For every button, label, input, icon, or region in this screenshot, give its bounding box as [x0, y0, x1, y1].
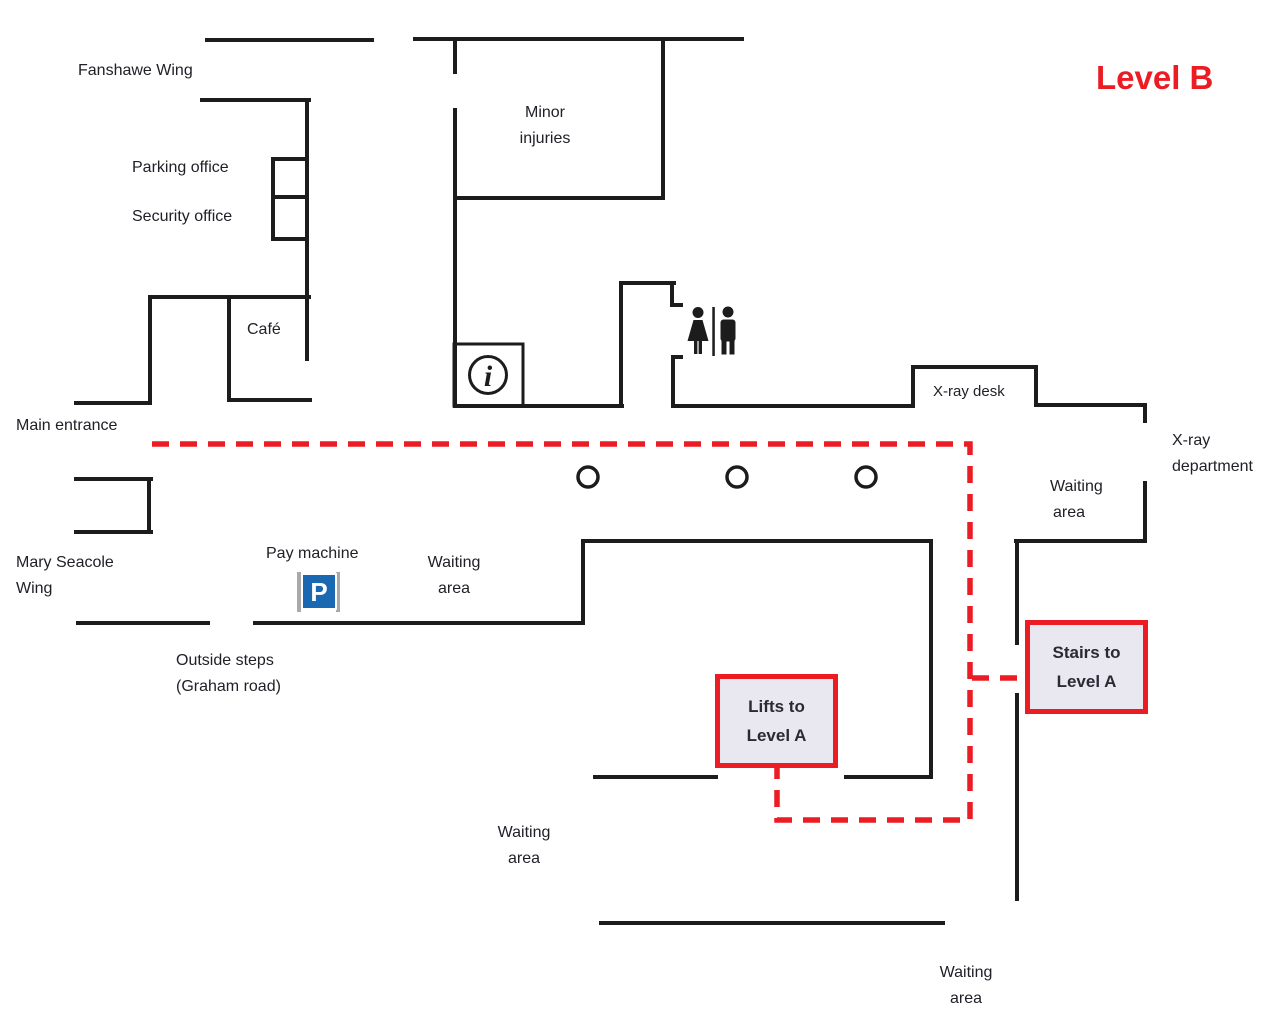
label-line: (Graham road): [176, 678, 281, 695]
parking-sign-panel: [301, 573, 337, 610]
parking-sign-pole: [336, 572, 340, 612]
label-fanshawe-wing: Fanshawe Wing: [78, 62, 193, 79]
pillar-marker: [854, 465, 878, 489]
information-icon-ring: [468, 355, 508, 395]
label-line: Outside steps: [176, 652, 274, 669]
label-line: department: [1172, 458, 1253, 475]
label-waiting-area-central: Waiting area: [428, 550, 481, 602]
label-main-entrance: Main entrance: [16, 417, 118, 434]
pillar-marker: [725, 465, 749, 489]
parking-sign-icon: P: [297, 572, 340, 612]
label-line: Waiting: [1050, 478, 1103, 495]
label-line: Waiting: [427, 554, 481, 571]
level-title: Level B: [1096, 59, 1214, 96]
label-outside-steps: Outside steps (Graham road): [176, 648, 281, 700]
label-cafe: Café: [247, 321, 281, 338]
label-xray-desk: X-ray desk: [933, 383, 1005, 400]
label-security-office: Security office: [132, 208, 233, 225]
label-line: area: [949, 990, 983, 1007]
pillar-marker: [576, 465, 600, 489]
walls: [74, 37, 1147, 925]
information-icon-glyph: i: [484, 360, 493, 393]
label-xray-department: X-ray department: [1172, 428, 1253, 480]
label-waiting-area-lifts: Waiting area: [498, 820, 551, 872]
parking-sign-pole: [297, 572, 301, 612]
label-line: Mary Seacole: [16, 554, 114, 571]
lifts-to-level-a-box: Lifts to Level A: [715, 674, 838, 768]
stairs-box-line1: Stairs to: [1052, 643, 1121, 662]
information-icon: i: [468, 355, 508, 395]
label-line: X-ray: [1172, 432, 1211, 449]
label-line: Wing: [16, 580, 53, 597]
corridor-pillars: [576, 465, 878, 489]
label-line: Minor: [524, 104, 565, 121]
label-line: area: [1053, 504, 1086, 521]
label-waiting-area-xray: Waiting area: [1050, 474, 1103, 526]
label-line: Waiting: [939, 964, 993, 981]
stairs-box-line2: Level A: [1056, 672, 1117, 691]
label-line: injuries: [519, 130, 571, 147]
label-line: area: [437, 580, 471, 597]
parking-sign-glyph: P: [310, 577, 327, 607]
label-minor-injuries: Minor injuries: [520, 100, 571, 152]
label-pay-machine: Pay machine: [266, 545, 359, 562]
stairs-to-level-a-box: Stairs to Level A: [1025, 620, 1148, 714]
toilets-divider: [712, 307, 715, 356]
male-figure-icon: [720, 306, 736, 355]
lifts-box-line1: Lifts to: [748, 697, 805, 716]
label-waiting-area-bottom: Waiting area: [940, 960, 993, 1012]
lifts-box-line2: Level A: [746, 726, 807, 745]
label-parking-office: Parking office: [132, 159, 229, 176]
label-mary-seacole-wing: Mary Seacole Wing: [16, 550, 114, 602]
label-line: Waiting: [497, 824, 551, 841]
route-main-dashed-line: [152, 441, 973, 823]
label-line: area: [507, 850, 541, 867]
female-figure-icon: [687, 307, 709, 354]
toilets-icon: [687, 306, 736, 356]
